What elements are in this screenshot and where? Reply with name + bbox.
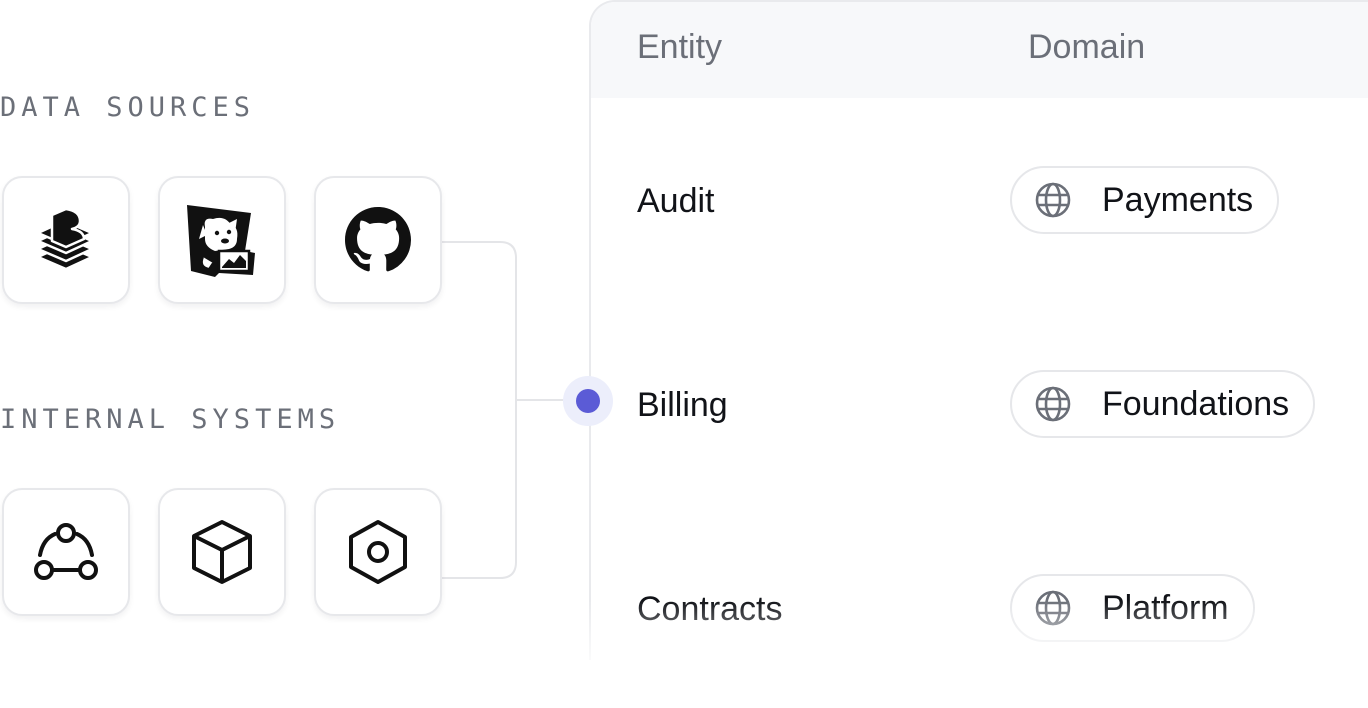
entity-table: Entity Domain Audit Payments Billing	[589, 0, 1368, 660]
data-source-tile-github[interactable]	[314, 176, 442, 304]
github-icon	[345, 207, 411, 272]
domain-pill[interactable]: Payments	[1010, 166, 1280, 234]
data-sources-label: DATA SOURCES	[0, 92, 256, 123]
domain-name: Foundations	[1102, 384, 1290, 423]
internal-system-tile-nodes[interactable]	[2, 488, 130, 616]
internal-system-tile-package[interactable]	[158, 488, 286, 616]
entity-name: Audit	[637, 182, 715, 220]
internal-system-tile-service[interactable]	[314, 488, 442, 616]
entity-name: Billing	[637, 386, 728, 424]
data-source-tile-stack[interactable]	[2, 176, 130, 304]
domain-pill[interactable]: Foundations	[1010, 370, 1316, 438]
globe-icon	[1035, 386, 1071, 422]
domain-name: Payments	[1102, 180, 1254, 219]
data-source-tile-datadog[interactable]	[158, 176, 286, 304]
datadog-dog-icon	[187, 205, 255, 277]
globe-icon	[1035, 182, 1071, 218]
internal-systems-label: INTERNAL SYSTEMS	[0, 404, 341, 435]
entity-column-header: Entity	[637, 28, 723, 66]
cube-icon	[192, 520, 252, 584]
layered-stack-icon	[36, 207, 94, 271]
connection-dot	[576, 389, 600, 413]
bottom-fade	[587, 600, 1368, 708]
domain-column-header: Domain	[1028, 28, 1146, 66]
table-header: Entity Domain	[591, 2, 1368, 98]
nodes-triangle-icon	[34, 523, 98, 580]
hexagon-ring-icon	[349, 520, 407, 584]
